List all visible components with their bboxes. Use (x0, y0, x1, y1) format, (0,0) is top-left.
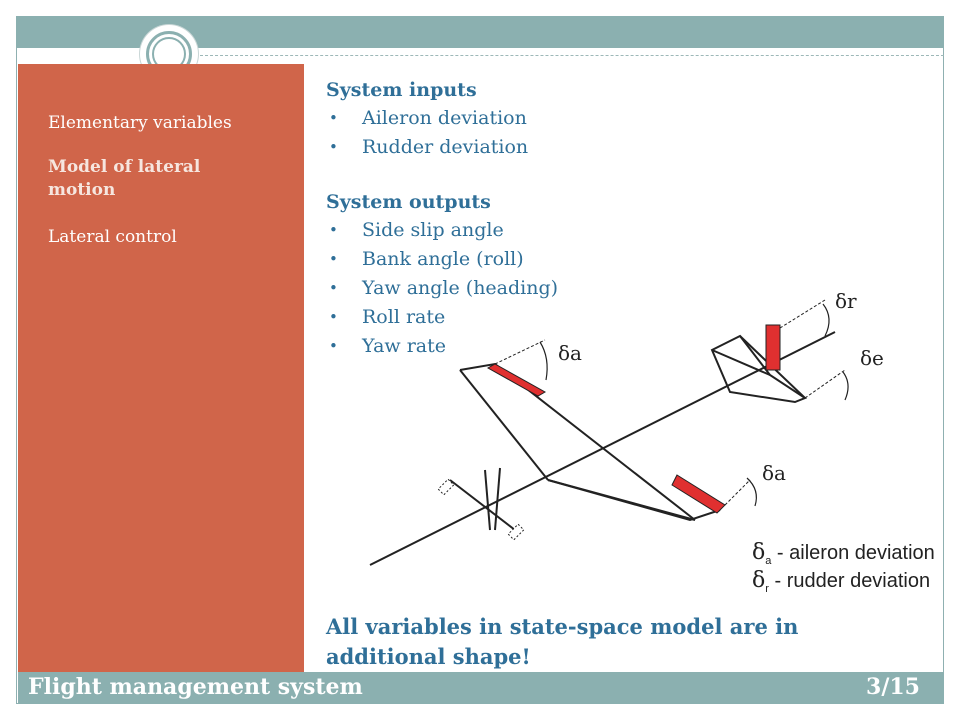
delta-e-label: δe (860, 346, 884, 370)
list-item: Yaw rate (326, 332, 926, 361)
list-item: Yaw angle (heading) (326, 274, 926, 303)
header-divider (200, 55, 944, 56)
right-aileron (671, 474, 726, 514)
sidebar-item-elementary-variables[interactable]: Elementary variables (48, 113, 232, 133)
list-item: Side slip angle (326, 216, 926, 245)
left-wing-edge (459, 362, 696, 521)
outputs-list: Side slip angle Bank angle (roll) Yaw an… (326, 216, 926, 361)
legend-rudder: δr - rudder deviation (752, 568, 931, 595)
sidebar-item-model-of-lateral-motion[interactable]: Model of lateral motion (48, 157, 201, 200)
delta-a-label-right: δa (762, 461, 786, 485)
delta-r-label: δr (835, 289, 857, 313)
rudder (765, 324, 781, 371)
inputs-title: System inputs (326, 79, 477, 101)
list-item: Aileron deviation (326, 104, 926, 133)
main-content: System inputs Aileron deviation Rudder d… (326, 76, 926, 361)
legend-aileron: δa - aileron deviation (752, 540, 935, 567)
list-item: Roll rate (326, 303, 926, 332)
left-aileron (486, 363, 547, 397)
outputs-title: System outputs (326, 191, 491, 213)
sidebar: Elementary variables Model of lateral mo… (18, 64, 304, 672)
sidebar-item-lateral-control[interactable]: Lateral control (48, 227, 177, 247)
list-item: Bank angle (roll) (326, 245, 926, 274)
conclusion-text: All variables in state-space model are i… (326, 614, 799, 669)
list-item: Rudder deviation (326, 133, 926, 162)
footer-bar: Flight management system 3/15 (18, 672, 944, 704)
inputs-list: Aileron deviation Rudder deviation (326, 104, 926, 162)
aircraft-diagram: δa δa δr δe (369, 289, 884, 566)
footer-title: Flight management system (28, 674, 363, 700)
delta-a-label-top: δa (558, 341, 582, 365)
page-number: 3/15 (866, 674, 920, 700)
